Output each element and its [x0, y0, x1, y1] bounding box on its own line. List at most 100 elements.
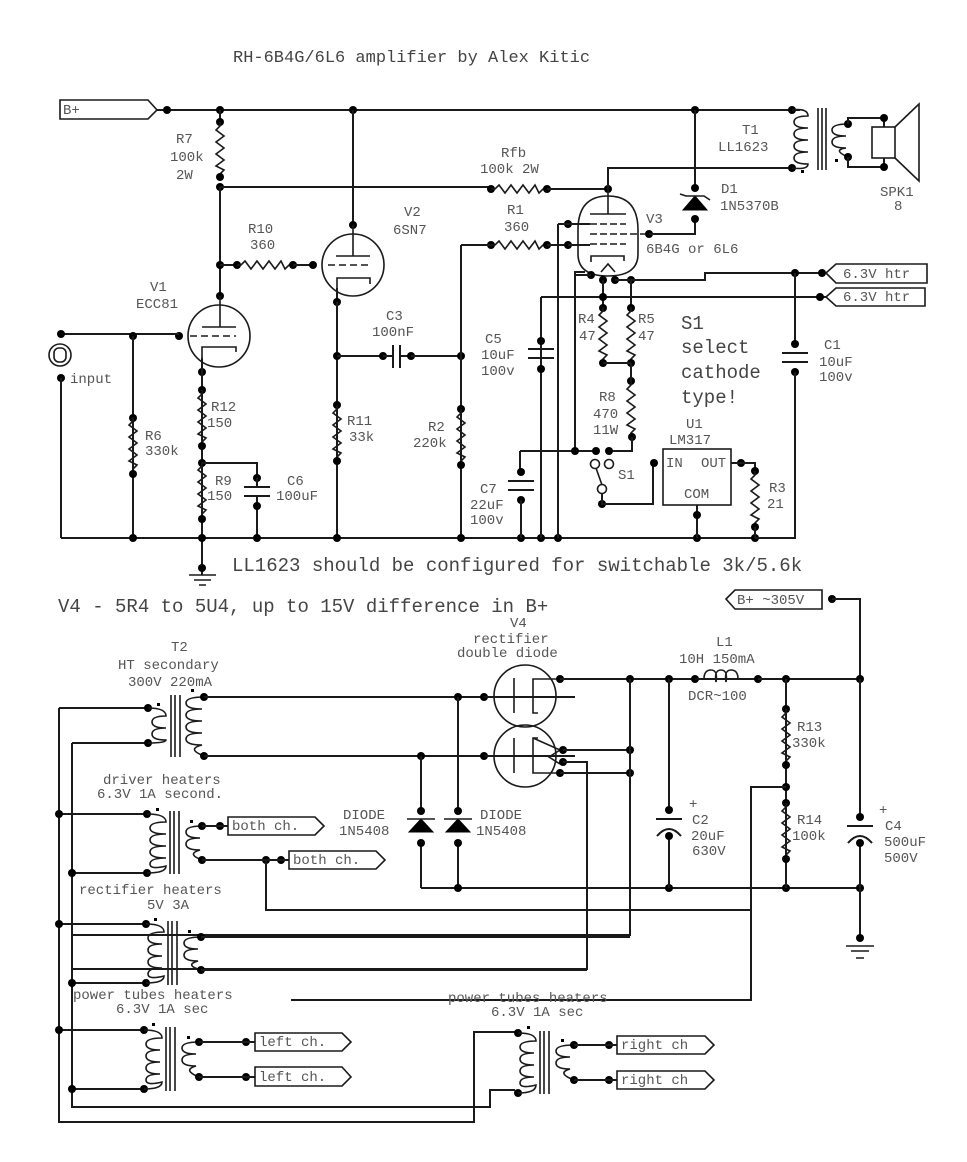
svg-text:double diode: double diode	[457, 646, 558, 662]
tube-V2: V2 6SN7	[321, 205, 427, 306]
heater-tag-2: 6.3V htr	[824, 287, 926, 307]
svg-text:360: 360	[504, 220, 529, 236]
transformer-power-heaters-right: power tubes heaters 6.3V 1A sec right ch…	[448, 991, 716, 1097]
svg-text:1N5408: 1N5408	[339, 824, 389, 840]
svg-text:R8: R8	[599, 390, 616, 406]
schematic-title: RH-6B4G/6L6 amplifier by Alex Kitic	[233, 49, 590, 68]
svg-text:20uF: 20uF	[691, 829, 725, 845]
svg-text:C5: C5	[485, 332, 502, 348]
svg-text:HT secondary: HT secondary	[118, 658, 219, 674]
diode-D1: D1 1N5370B	[679, 110, 779, 223]
svg-text:R9: R9	[215, 474, 232, 490]
resistor-R6: R6 330k	[128, 336, 179, 538]
svg-text:R3: R3	[769, 481, 786, 497]
s1-note: S1 select cathode type!	[681, 313, 761, 409]
svg-text:right ch: right ch	[621, 1073, 688, 1089]
svg-text:driver heaters: driver heaters	[103, 773, 221, 789]
svg-text:6B4G or 6L6: 6B4G or 6L6	[646, 242, 738, 258]
svg-text:T2: T2	[171, 640, 188, 656]
svg-text:100v: 100v	[819, 370, 853, 386]
svg-text:B+ ~305V: B+ ~305V	[737, 593, 805, 609]
resistor-R1: R1 360	[487, 203, 568, 250]
svg-text:V4: V4	[510, 616, 527, 632]
capacitor-C4: + C4 500uF 500V	[847, 679, 926, 937]
transformer-T1: T1 LL1623	[718, 106, 852, 173]
input-jack[interactable]: input	[48, 330, 179, 538]
capacitor-C1: C1 10uF 100v	[755, 273, 853, 539]
svg-text:C1: C1	[824, 338, 841, 354]
svg-text:6SN7: 6SN7	[393, 223, 427, 239]
svg-text:R6: R6	[145, 429, 162, 445]
ground-symbol-psu	[846, 934, 874, 959]
svg-text:R1: R1	[507, 203, 524, 219]
svg-text:S1: S1	[618, 468, 635, 484]
svg-text:6.3V 1A sec: 6.3V 1A sec	[491, 1005, 583, 1021]
svg-text:5V 3A: 5V 3A	[147, 898, 190, 914]
svg-text:R5: R5	[638, 312, 655, 328]
svg-text:select: select	[681, 337, 749, 359]
svg-text:470: 470	[593, 407, 618, 423]
bplus-input-tag: B+	[59, 99, 159, 120]
svg-text:100v: 100v	[481, 364, 515, 380]
svg-text:V2: V2	[404, 205, 421, 221]
resistor-R5: R5 47	[626, 304, 655, 367]
resistor-R3: R3 21	[750, 467, 786, 538]
speaker-SPK1: SPK1 8	[847, 102, 920, 215]
svg-text:R12: R12	[211, 400, 236, 416]
svg-text:C4: C4	[885, 819, 902, 835]
capacitor-C6: C6 100uF	[202, 462, 318, 538]
svg-text:DIODE: DIODE	[480, 808, 522, 824]
resistor-R10: R10 360	[220, 222, 317, 270]
heater-tag-1: 6.3V htr	[824, 263, 928, 284]
svg-text:100v: 100v	[470, 513, 504, 529]
svg-text:22uF: 22uF	[470, 498, 504, 514]
svg-text:33k: 33k	[349, 430, 374, 446]
svg-text:T1: T1	[742, 123, 759, 139]
ground-symbol	[189, 564, 216, 586]
svg-text:10uF: 10uF	[481, 348, 515, 364]
resistor-R14: R14 100k	[781, 799, 826, 863]
svg-text:C3: C3	[386, 309, 403, 325]
svg-text:power tubes heaters: power tubes heaters	[448, 991, 608, 1007]
svg-text:150: 150	[207, 416, 232, 432]
svg-text:left ch.: left ch.	[259, 1070, 326, 1086]
svg-text:both ch.: both ch.	[232, 819, 299, 835]
resistor-R13: R13 330k	[781, 705, 826, 769]
svg-text:R14: R14	[797, 813, 822, 829]
svg-text:R7: R7	[176, 132, 193, 148]
svg-text:S1: S1	[681, 313, 704, 335]
svg-text:IN: IN	[666, 456, 683, 472]
resistor-R8: R8 470 11W	[593, 363, 636, 452]
svg-text:type!: type!	[681, 387, 738, 409]
svg-text:U1: U1	[686, 417, 703, 433]
svg-text:Rfb: Rfb	[501, 146, 526, 162]
resistor-R12: R12 150	[197, 386, 236, 450]
svg-text:input: input	[70, 372, 112, 388]
resistor-R11: R11 33k	[332, 401, 374, 465]
svg-text:R11: R11	[347, 414, 372, 430]
svg-text:500uF: 500uF	[884, 835, 926, 851]
svg-text:C7: C7	[480, 482, 497, 498]
inductor-L1: L1 10H 150mA DCR~100	[679, 635, 762, 705]
svg-text:10uF: 10uF	[819, 355, 853, 371]
resistor-R9: R9 150	[197, 461, 232, 523]
svg-text:OUT: OUT	[701, 456, 726, 472]
power-supply-section: V4 - 5R4 to 5U4, up to 15V difference in…	[55, 589, 926, 1123]
amplifier-section: B+ R7 100k 2W	[48, 99, 928, 586]
capacitor-C2: + C2 20uF 630V	[656, 679, 726, 888]
switch-S1[interactable]: S1	[520, 447, 654, 508]
svg-text:+: +	[879, 803, 887, 819]
svg-text:R13: R13	[797, 720, 822, 736]
svg-text:SPK1: SPK1	[880, 185, 914, 201]
svg-text:L1: L1	[716, 635, 733, 651]
capacitor-C3: C3 100nF	[337, 309, 465, 368]
svg-text:LL1623: LL1623	[718, 140, 768, 156]
svg-text:D1: D1	[721, 182, 738, 198]
svg-text:V1: V1	[150, 280, 167, 296]
svg-text:left ch.: left ch.	[259, 1035, 326, 1051]
svg-text:DIODE: DIODE	[343, 808, 385, 824]
transformer-driver-heaters: driver heaters 6.3V 1A second. both ch. …	[55, 773, 751, 911]
resistor-R7: R7 100k 2W	[170, 110, 225, 191]
svg-text:+: +	[689, 797, 697, 813]
